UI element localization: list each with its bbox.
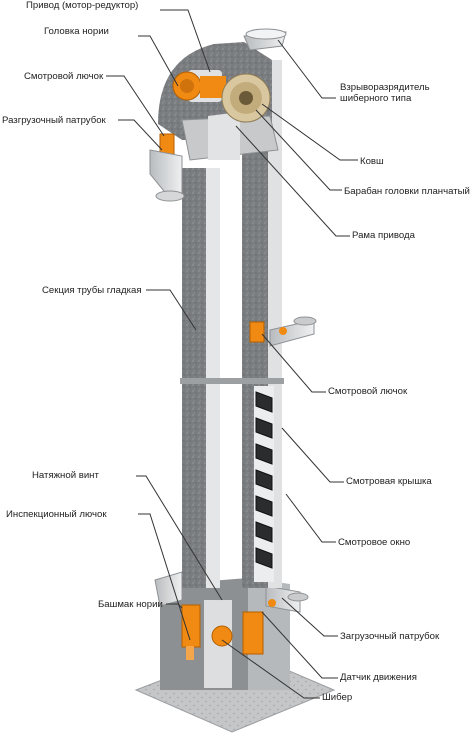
label-inspection-hatch-low: Инспекционный лючок [6,509,107,520]
leader-lines [106,9,358,699]
label-inspection-hatch-mid: Смотровой лючок [328,386,408,397]
drive-motor [172,70,226,102]
label-inspection-hatch-top: Смотровой лючок [24,71,104,82]
label-boot: Башмак нории [98,599,163,610]
label-pipe-section: Секция трубы гладкая [42,285,142,296]
label-drive: Привод (мотор-редуктор) [26,0,139,11]
label-head: Головка нории [44,26,109,37]
visible-buckets [255,391,273,569]
head-drum [221,73,271,123]
label-tension-screw: Натяжной винт [32,470,99,481]
label-bucket: Ковш [360,156,384,167]
label-explosion-vent: Взрыворазрядитель шиберного типа [340,82,430,104]
mid-inspection [249,316,317,347]
label-motion-sensor: Датчик движения [340,672,417,683]
label-discharge-spout: Разгрузочный патрубок [2,115,106,126]
label-head-drum: Барабан головки планчатый [344,186,470,197]
mid-bracket [180,378,284,384]
label-gate: Шибер [322,692,353,703]
label-loading-spout: Загрузочный патрубок [340,631,440,642]
label-view-window: Смотровое окно [338,537,411,548]
label-drive-frame: Рама привода [352,230,415,241]
label-inspection-cover: Смотровая крышка [346,476,432,487]
explosion-vent [243,28,287,51]
